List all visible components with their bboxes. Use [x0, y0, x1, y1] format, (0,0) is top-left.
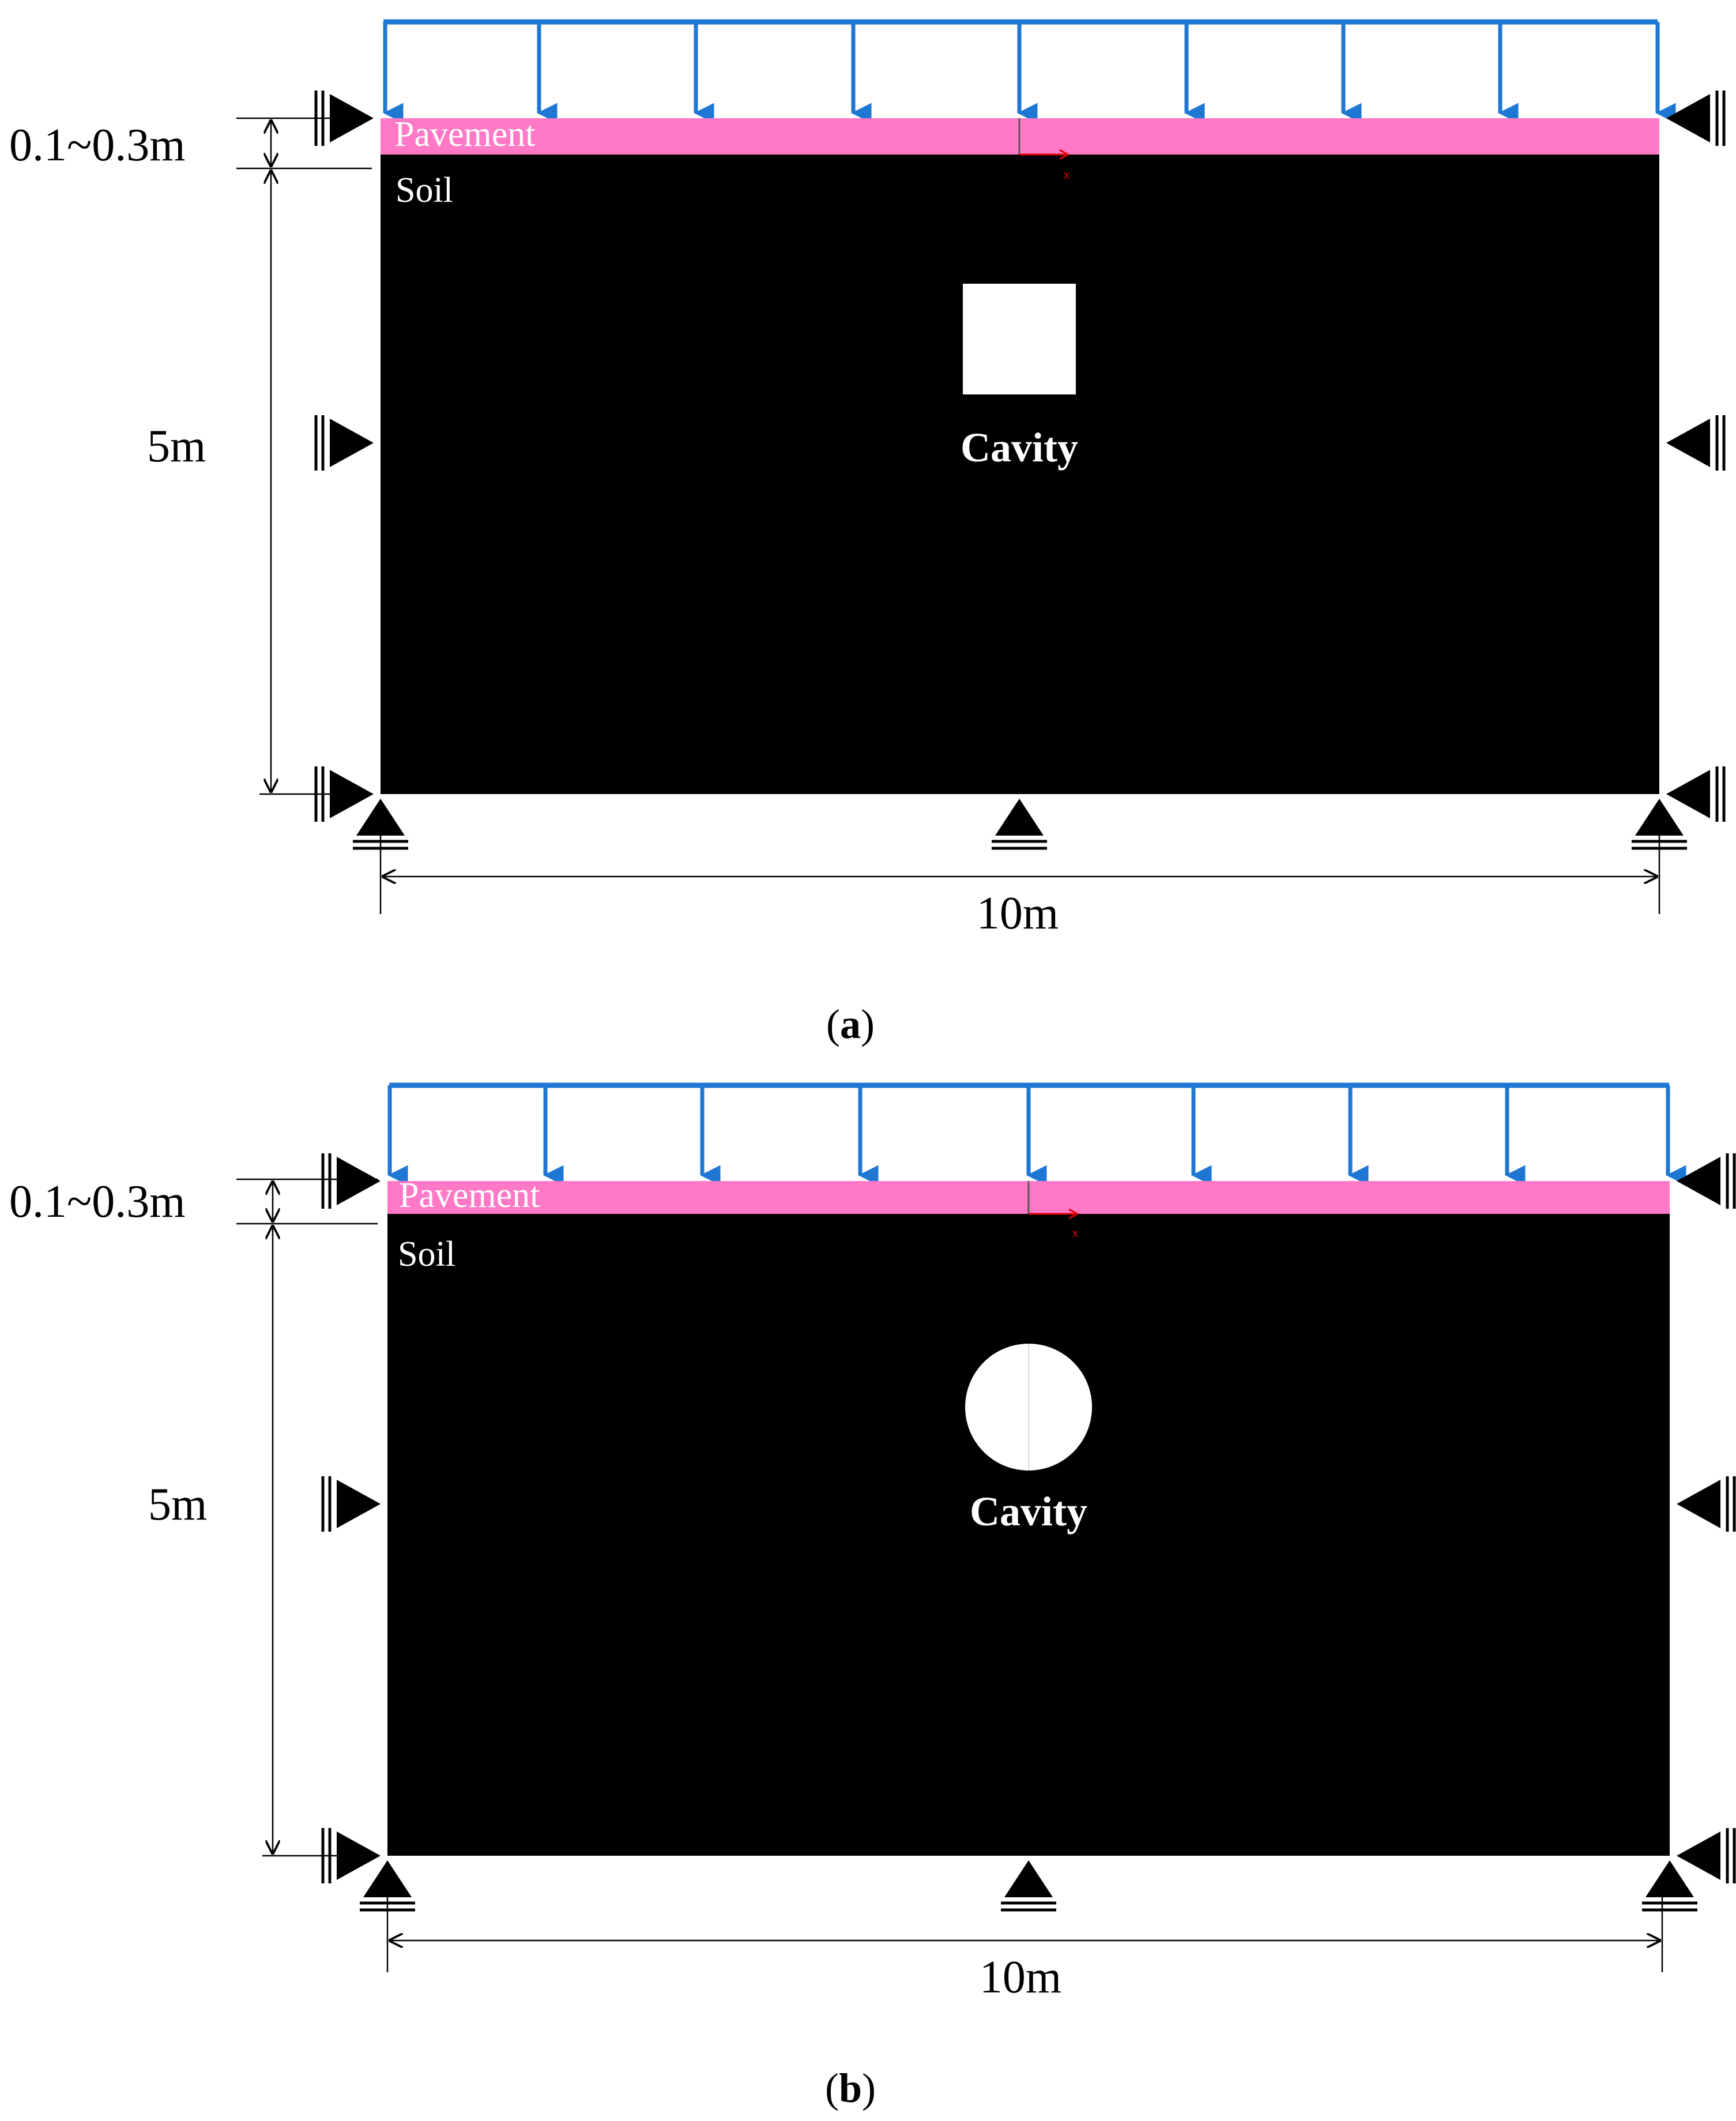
roller-support-6: [1677, 1828, 1736, 1883]
soil-layer: [387, 1181, 1670, 1856]
pavement-label: Pavement: [399, 1176, 540, 1215]
roller-support-4: [1666, 91, 1726, 146]
cavity-label: Cavity: [970, 1488, 1087, 1535]
axis-x-label: x: [1072, 1227, 1078, 1240]
roller-support-1: [321, 1153, 381, 1209]
soil-layer: [381, 118, 1659, 794]
roller-support-7: [353, 799, 408, 850]
dim-pavement-thickness: 0.1~0.3m: [9, 117, 372, 171]
roller-support-5: [1677, 1476, 1736, 1532]
roller-support-8: [992, 799, 1047, 850]
supports: [314, 91, 1726, 850]
caption-a: (a): [826, 1001, 875, 1047]
roller-support-1: [314, 91, 374, 146]
roller-support-9: [1632, 799, 1687, 850]
roller-support-9: [1642, 1860, 1697, 1912]
load-arrows: [387, 1085, 1686, 1186]
soil-label: Soil: [398, 1235, 455, 1274]
caption-b: (b): [825, 2065, 876, 2111]
width-label: 10m: [980, 1952, 1061, 2003]
axis-x-label: x: [1064, 169, 1070, 182]
panel-b: x Pavement Soil Cavity 0.1~0.3m 5m 10m (…: [9, 1082, 1736, 2111]
caption-letter-b: b: [839, 2065, 862, 2111]
roller-support-8: [1001, 1860, 1056, 1912]
load-arrows: [383, 22, 1676, 123]
dim-soil-depth: 5m: [147, 170, 372, 795]
cavity-label: Cavity: [961, 424, 1078, 471]
roller-support-7: [360, 1860, 415, 1912]
cavity-square: [963, 284, 1076, 394]
roller-support-3: [321, 1828, 381, 1883]
dim-width: 10m: [386, 1891, 1663, 2003]
axis-marker: x: [1019, 149, 1070, 182]
distributed-load: [383, 19, 1676, 123]
roller-support-6: [1666, 766, 1726, 822]
pavement-label: Pavement: [394, 115, 536, 154]
roller-support-5: [1666, 415, 1726, 471]
caption-letter-a: a: [840, 1001, 861, 1047]
roller-support-2: [314, 415, 374, 471]
roller-support-4: [1677, 1153, 1736, 1209]
soil-label: Soil: [396, 171, 453, 210]
roller-support-3: [314, 766, 374, 822]
soil-depth-label: 5m: [147, 421, 206, 472]
axis-marker: x: [1029, 1208, 1079, 1240]
pavement-thickness-label: 0.1~0.3m: [9, 1176, 186, 1227]
dim-soil-depth: 5m: [148, 1225, 378, 1857]
distributed-load: [387, 1082, 1686, 1186]
panel-a: x Pavement Soil Cavity 0.1~0.3m 5m 10m: [9, 19, 1726, 1047]
dim-pavement-thickness: 0.1~0.3m: [9, 1176, 378, 1227]
soil-depth-label: 5m: [148, 1479, 207, 1530]
pavement-thickness-label: 0.1~0.3m: [9, 120, 186, 171]
dim-width: 10m: [379, 830, 1660, 939]
supports: [321, 1153, 1736, 1912]
width-label: 10m: [977, 888, 1059, 939]
roller-support-2: [321, 1476, 381, 1532]
